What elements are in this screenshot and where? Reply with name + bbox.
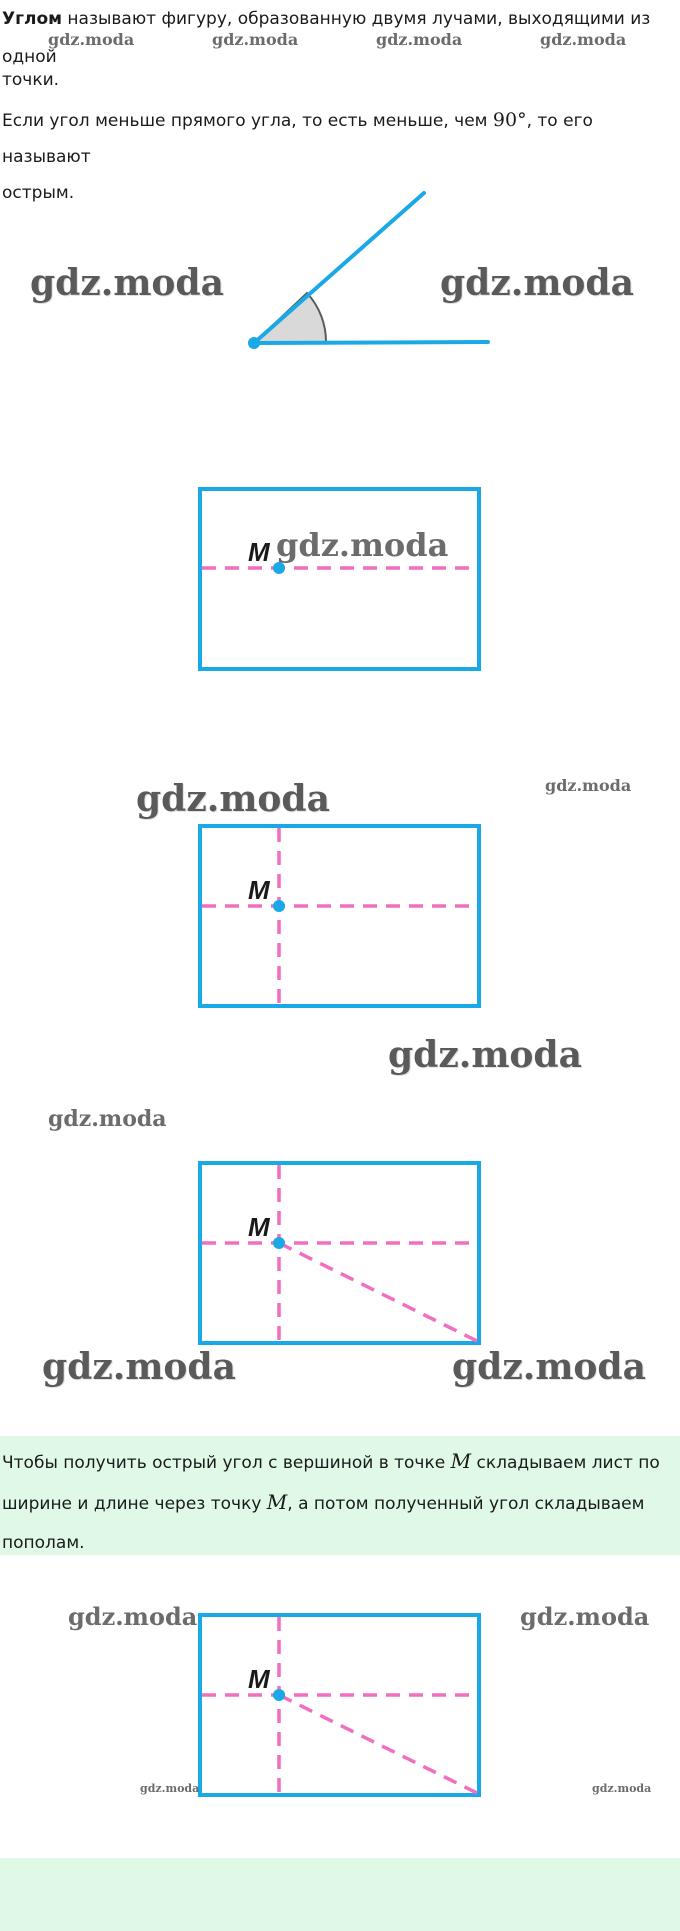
ninety-degrees: 90° [492, 109, 527, 131]
acute-angle-figure [248, 191, 490, 349]
label-m: M [248, 537, 271, 567]
fold-diagonal [278, 1241, 478, 1343]
sheet [198, 487, 481, 671]
watermark: gdz.moda [212, 30, 299, 49]
sheet [198, 824, 481, 1008]
math-point-m: M [266, 1490, 288, 1514]
term-angle: Углом [2, 9, 63, 29]
watermark: gdz.moda [136, 778, 330, 820]
watermark: gdz.moda [48, 30, 135, 49]
watermark: gdz.moda [592, 1782, 652, 1795]
sheet [198, 1613, 481, 1797]
point-m [273, 1689, 285, 1701]
ray-lower [252, 340, 490, 345]
watermark: gdz.moda [452, 1346, 646, 1388]
sheet-fold-2: M [198, 824, 481, 1008]
label-m: M [248, 1664, 271, 1694]
watermark: gdz.moda [276, 526, 449, 564]
sheet-fold-1: M [198, 487, 481, 671]
intro-text: Углом называют фигуру, образованную двум… [0, 0, 680, 211]
watermark: gdz.moda [42, 1346, 236, 1388]
ray-upper [252, 191, 426, 345]
watermark: gdz.moda [540, 30, 627, 49]
watermark: gdz.moda [440, 262, 634, 304]
point-m [273, 900, 285, 912]
watermark: gdz.moda [48, 1106, 167, 1132]
empty-note-block [0, 1858, 680, 1931]
watermark: gdz.moda [376, 30, 463, 49]
acute-definition: Если угол меньше прямого угла, то есть м… [2, 109, 593, 203]
fold-diagonal [278, 1693, 478, 1795]
watermark: gdz.moda [545, 776, 632, 795]
angle-definition-end: точки. [2, 70, 60, 90]
angle-definition: Углом называют фигуру, образованную двум… [2, 9, 651, 67]
sheet-fold-result: M [198, 1613, 481, 1797]
watermark: gdz.moda [30, 262, 224, 304]
fold-explanation-note: Чтобы получить острый угол с вершиной в … [0, 1436, 680, 1555]
sheet [198, 1161, 481, 1345]
point-m [273, 562, 285, 574]
watermark: gdz.moda [388, 1034, 582, 1076]
watermark: gdz.moda [520, 1602, 650, 1631]
watermark: gdz.moda [140, 1782, 200, 1795]
point-m [273, 1237, 285, 1249]
sheet-fold-3: M [198, 1161, 481, 1345]
math-point-m: M [450, 1449, 472, 1473]
label-m: M [248, 1212, 271, 1242]
watermark: gdz.moda [68, 1602, 198, 1631]
label-m: M [248, 875, 271, 905]
vertex-point [248, 337, 260, 349]
